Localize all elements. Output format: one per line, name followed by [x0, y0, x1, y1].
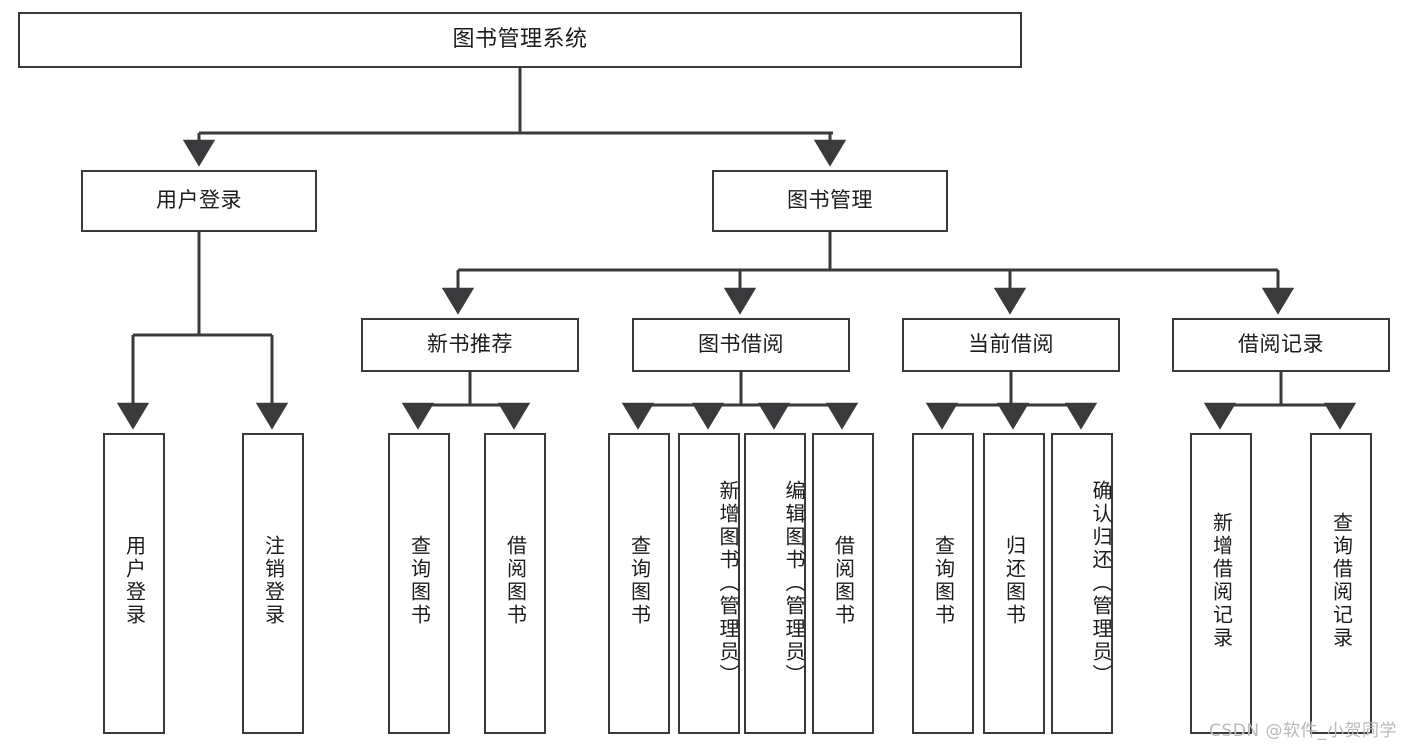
node-user-login[interactable]: 用户登录 [81, 170, 317, 232]
node-label: 编辑图书（管理员） [782, 480, 806, 687]
node-label: 图书管理 [787, 188, 873, 213]
node-label: 查询图书 [407, 534, 432, 627]
node-label: 查询借阅记录 [1329, 511, 1354, 650]
node-label: 确认归还（管理员） [1089, 480, 1113, 687]
node-label: 借阅图书 [503, 534, 528, 627]
leaf-query-book-recommend[interactable]: 查询图书 [388, 433, 450, 734]
node-label: 注销登录 [261, 534, 286, 627]
node-label: 新书推荐 [427, 332, 513, 357]
node-label: 查询图书 [627, 534, 652, 627]
node-new-book-recommend[interactable]: 新书推荐 [361, 318, 579, 372]
watermark: CSDN @软件_小贺同学 [1209, 721, 1397, 741]
leaf-confirm-return-admin[interactable]: 确认归还（管理员） [1051, 433, 1113, 734]
node-label: 用户登录 [122, 534, 147, 627]
leaf-user-logout[interactable]: 注销登录 [242, 433, 304, 734]
leaf-add-borrow-record[interactable]: 新增借阅记录 [1190, 433, 1252, 734]
leaf-edit-book-admin[interactable]: 编辑图书（管理员） [744, 433, 806, 734]
node-label: 图书管理系统 [452, 26, 588, 52]
node-borrow-record[interactable]: 借阅记录 [1172, 318, 1390, 372]
leaf-borrow-book[interactable]: 借阅图书 [812, 433, 874, 734]
node-current-borrow[interactable]: 当前借阅 [902, 318, 1120, 372]
leaf-query-book-current[interactable]: 查询图书 [912, 433, 974, 734]
node-root-system[interactable]: 图书管理系统 [18, 12, 1022, 68]
node-label: 查询图书 [931, 534, 956, 627]
leaf-query-book-borrow[interactable]: 查询图书 [608, 433, 670, 734]
node-label: 新增图书（管理员） [716, 480, 740, 687]
leaf-add-book-admin[interactable]: 新增图书（管理员） [678, 433, 740, 734]
node-label: 用户登录 [156, 188, 242, 213]
leaf-query-borrow-record[interactable]: 查询借阅记录 [1310, 433, 1372, 734]
leaf-borrow-book-recommend[interactable]: 借阅图书 [484, 433, 546, 734]
node-label: 图书借阅 [698, 332, 784, 357]
node-label: 归还图书 [1002, 534, 1027, 627]
node-label: 新增借阅记录 [1209, 511, 1234, 650]
leaf-user-login[interactable]: 用户登录 [103, 433, 165, 734]
node-label: 当前借阅 [968, 332, 1054, 357]
node-book-manage[interactable]: 图书管理 [712, 170, 948, 232]
node-book-borrow[interactable]: 图书借阅 [632, 318, 850, 372]
node-label: 借阅图书 [831, 534, 856, 627]
node-label: 借阅记录 [1238, 332, 1324, 357]
leaf-return-book[interactable]: 归还图书 [983, 433, 1045, 734]
